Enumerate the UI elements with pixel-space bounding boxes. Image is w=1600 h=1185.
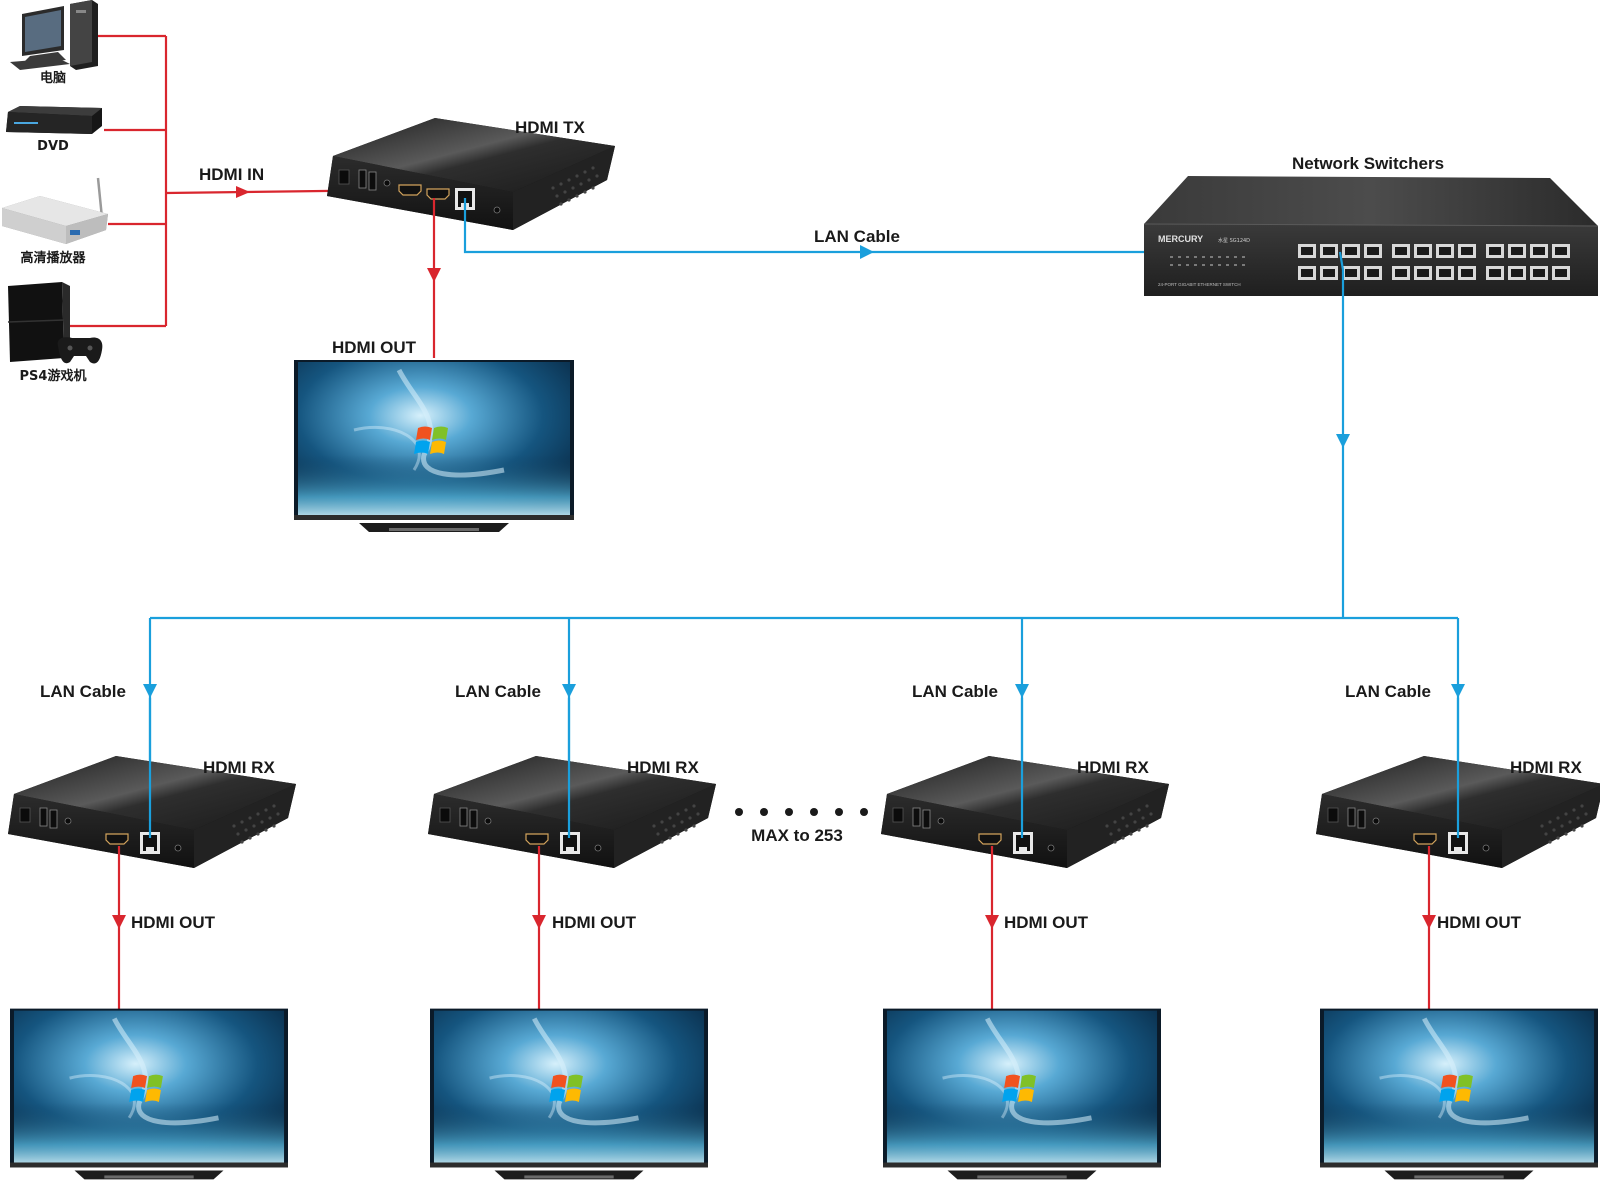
hdmi-rx-label-2: HDMI RX: [627, 758, 699, 777]
ellipsis-dots: [735, 808, 868, 816]
hdmi-rx-label-4: HDMI RX: [1510, 758, 1582, 777]
source-label-hd-player: 高清播放器: [20, 250, 86, 266]
tx-hdmi-out-wiring: [427, 198, 441, 358]
switch-brand: MERCURY: [1158, 234, 1203, 244]
hdmi-in-label: HDMI IN: [199, 165, 264, 184]
lan-arrows: [143, 434, 1465, 698]
rx-monitor-3: [883, 1009, 1161, 1180]
hdmi-in-arrow: [236, 186, 250, 198]
lan-cable-label-rx-2: LAN Cable: [455, 682, 541, 701]
tx-hdmi-out-label: HDMI OUT: [332, 338, 417, 357]
lan-tx-to-switch: [463, 198, 1300, 259]
rx-hdmi-out-wiring: [117, 846, 1431, 1010]
source-label-ps4: PS4游戏机: [20, 368, 87, 384]
source-dvd: [6, 106, 102, 134]
network-switch-label: Network Switchers: [1292, 154, 1444, 173]
rx-hdmi-out-label-2: HDMI OUT: [552, 913, 637, 932]
hdmi-tx-label: HDMI TX: [515, 118, 586, 137]
source-label-dvd: DVD: [37, 139, 69, 154]
rx-monitor-4: [1320, 1009, 1598, 1180]
source-label-computer: 电脑: [40, 70, 66, 86]
lan-cable-label-rx-1: LAN Cable: [40, 682, 126, 701]
source-hd-player: [2, 177, 108, 244]
lan-cable-label-rx-4: LAN Cable: [1345, 682, 1431, 701]
rx-hdmi-out-label-3: HDMI OUT: [1004, 913, 1089, 932]
network-switch: MERCURY 水星 SG124D 24-PORT GIGABIT ETHERN…: [1143, 176, 1599, 296]
switch-model: 水星 SG124D: [1218, 237, 1250, 244]
lan-cable-label-top: LAN Cable: [814, 227, 900, 246]
rx-monitor-1: [10, 1009, 288, 1180]
hdmi-rx-label-1: HDMI RX: [203, 758, 275, 777]
source-ps4: [7, 282, 103, 364]
switch-subtitle: 24-PORT GIGABIT ETHERNET SWITCH: [1158, 282, 1241, 287]
tx-monitor: [294, 360, 574, 532]
rx-hdmi-out-label-4: HDMI OUT: [1437, 913, 1522, 932]
rx-hdmi-out-arrows: [112, 915, 1436, 929]
lan-cable-label-rx-3: LAN Cable: [912, 682, 998, 701]
rx-monitor-2: [430, 1009, 708, 1180]
max-to-label: MAX to 253: [751, 826, 843, 845]
lan-drops-over-rx: [148, 698, 1460, 838]
rx-hdmi-out-label-1: HDMI OUT: [131, 913, 216, 932]
source-computer: [10, 0, 98, 70]
hdmi-rx-label-3: HDMI RX: [1077, 758, 1149, 777]
